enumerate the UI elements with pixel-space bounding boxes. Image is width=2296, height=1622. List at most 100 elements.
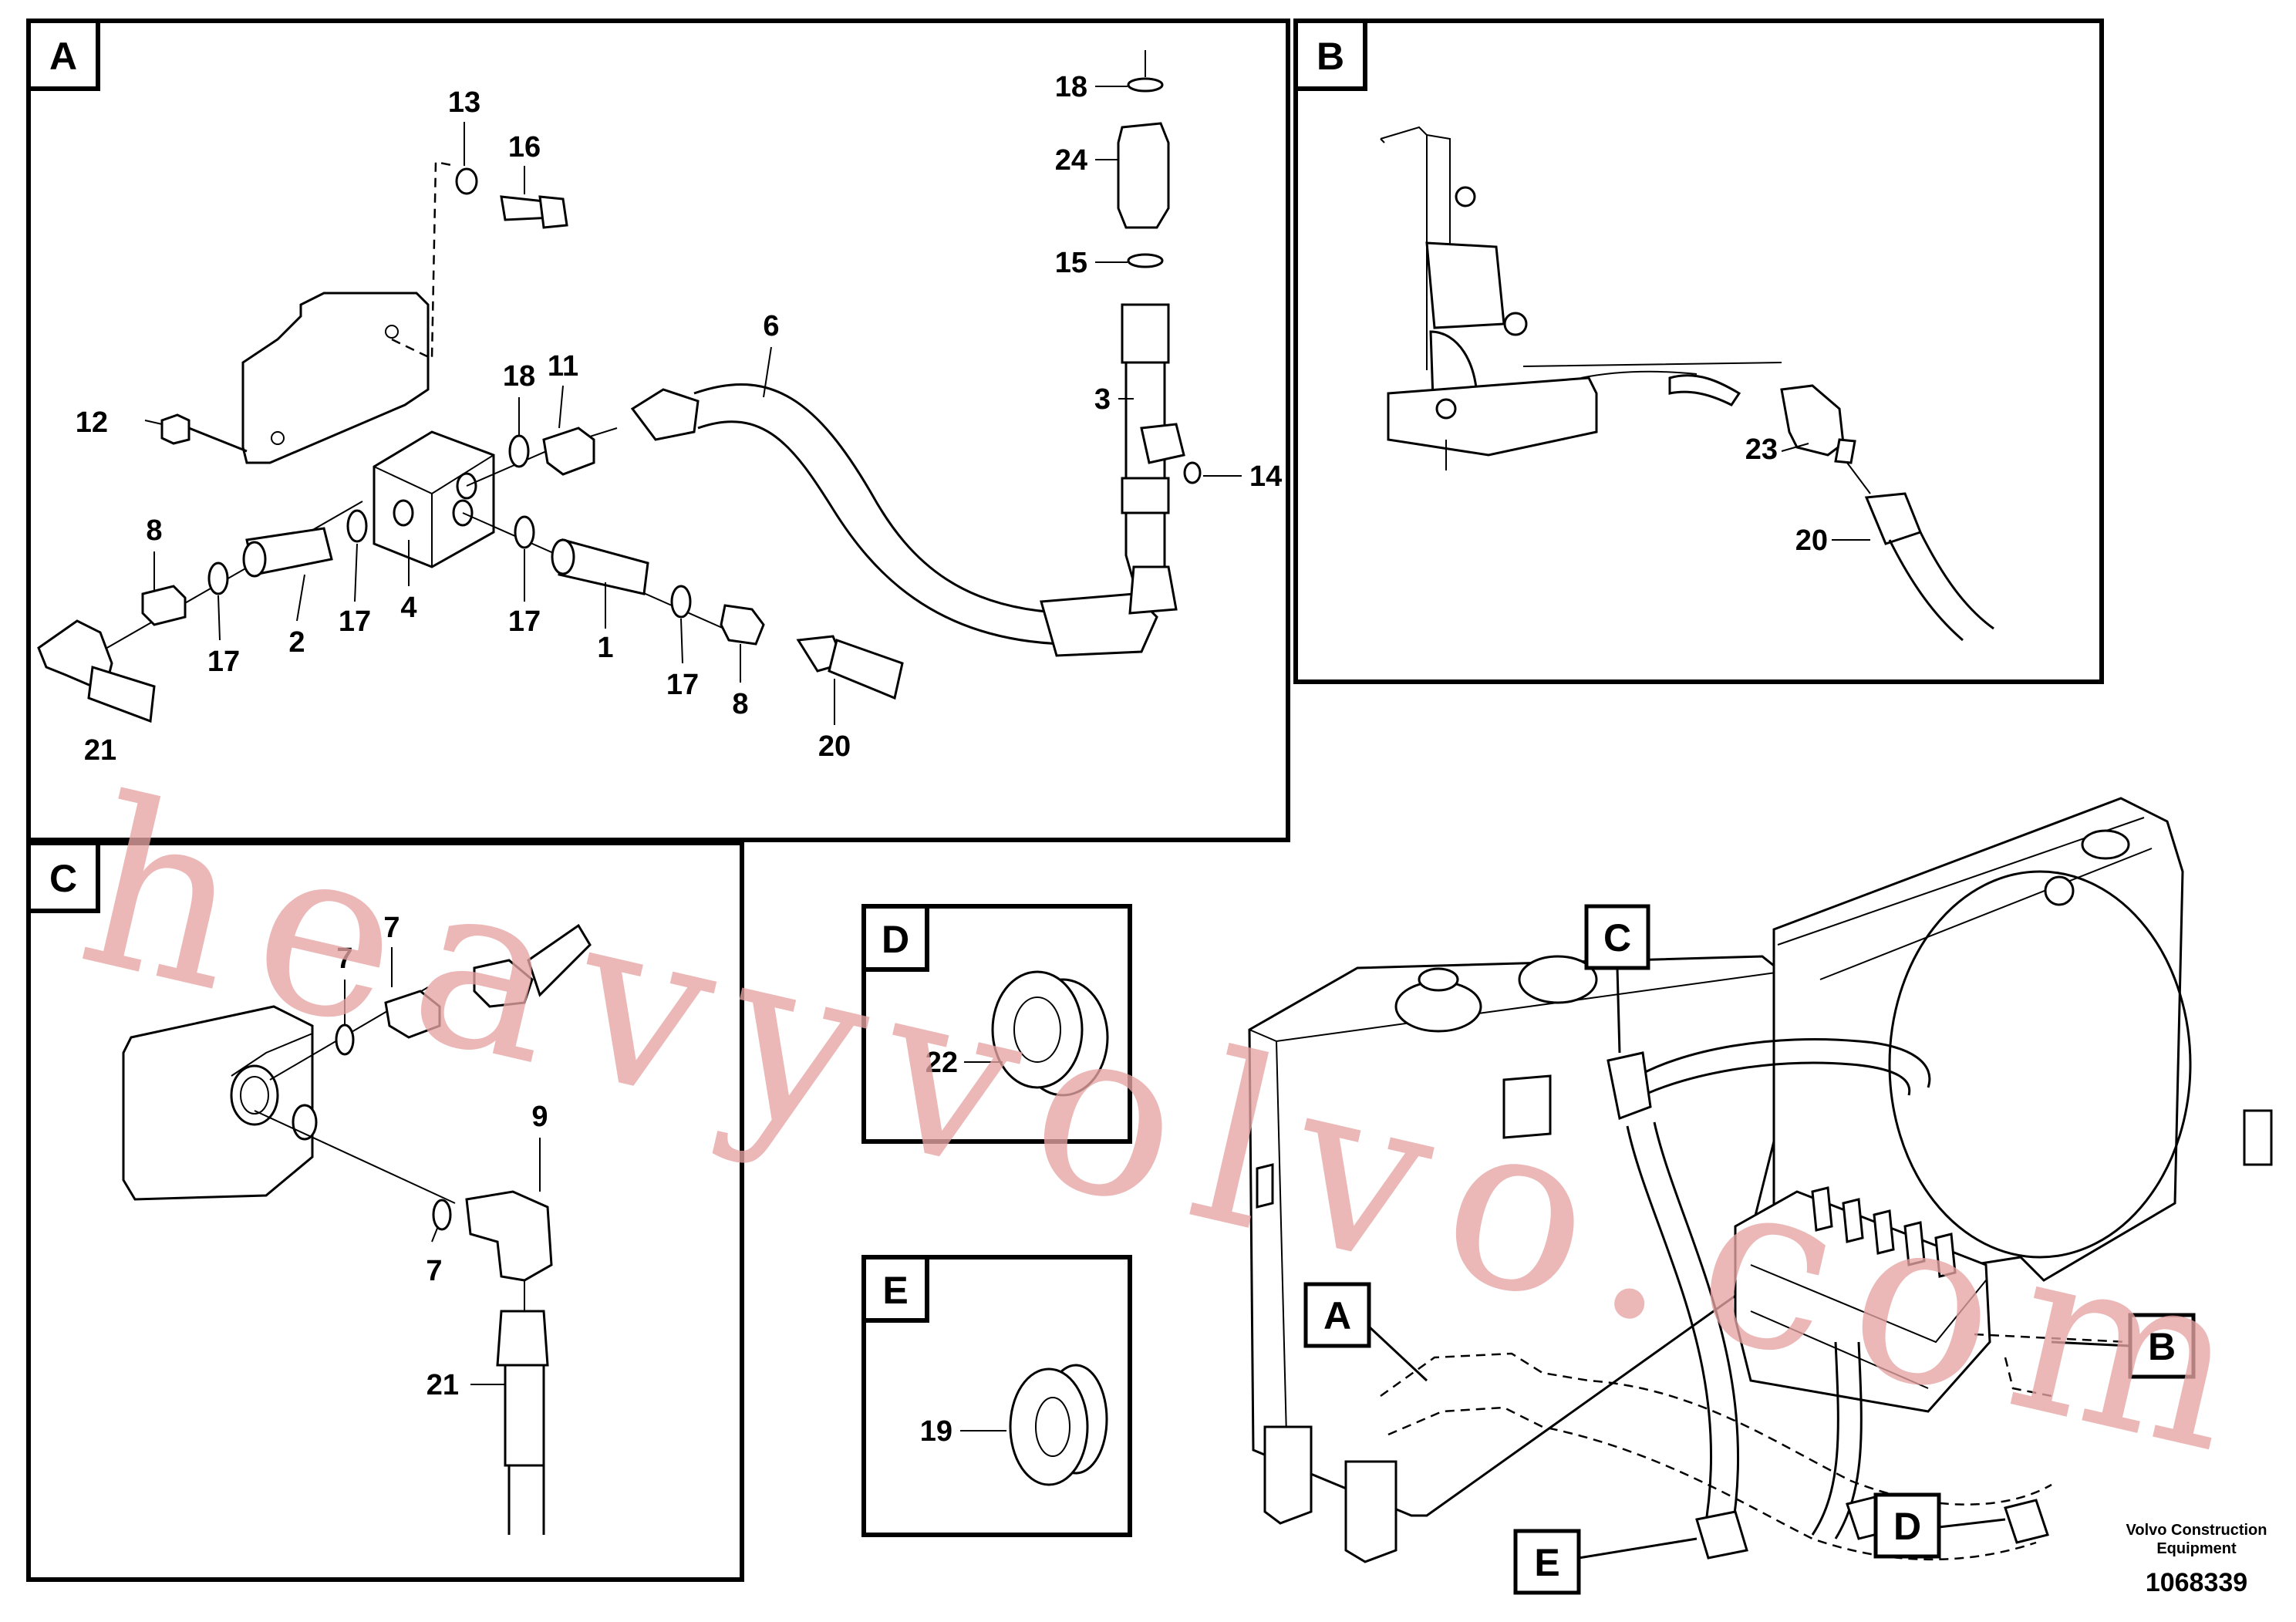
o-ring-14 [1183,461,1202,484]
grommet-22-face [991,970,1084,1089]
callout-9: 9 [531,1101,548,1133]
hose-6-upper-edge [693,383,1135,615]
callout-15: 15 [1055,247,1087,279]
panel-c-tag: C [49,857,77,900]
hose-6-elbow [1040,592,1158,657]
adapter-8 [141,585,187,626]
callout-12: 12 [76,406,108,439]
coupling-24 [1117,122,1170,229]
tank-cover [1518,955,1598,1004]
panel-c-tag-box [26,841,100,913]
callout-7: 7 [426,1255,442,1287]
tank-edges [1249,971,1782,1497]
callout-8: 8 [146,514,162,547]
port [230,1064,279,1126]
grommet-location [2004,1499,2049,1544]
hose-down-edge [1653,1121,1740,1536]
bolt [1503,312,1528,336]
callout-21: 21 [426,1369,459,1401]
callout-1: 1 [597,632,613,664]
hose-20 [828,639,904,700]
overview-tag-e: E [1534,1541,1559,1584]
tag-leader [1578,1537,1698,1560]
bolt-12 [160,413,190,445]
bolt-16-head [538,195,568,229]
callout-18: 18 [503,360,535,393]
panel-b: B 23 20 [1293,19,2104,684]
panel-b-frame [1293,19,2104,684]
base-plate [1387,376,1598,457]
adapter-8 [720,604,765,646]
hose-return [1630,1037,1931,1088]
hidden-lines [1380,1352,2052,1506]
callout-6: 6 [763,310,779,342]
o-ring-18 [508,434,530,468]
hose-6-lower-edge [697,420,1127,646]
valve-spools [1811,1186,1957,1278]
overview-tag-d: D [1893,1505,1921,1548]
hose-return-edge [1627,1061,1911,1104]
mounting-foot [1344,1460,1397,1563]
callout-21: 21 [84,734,116,767]
o-ring-15 [1127,253,1164,268]
callout-19: 19 [920,1415,952,1448]
mount-block [1425,241,1505,329]
block-edges [373,454,494,567]
panel-c-frame [26,841,744,1582]
adapter-11 [542,427,595,476]
panel-c: C 7 7 9 7 21 [26,841,744,1582]
tag-leader [1938,1518,2006,1529]
hose-line [1522,362,1782,379]
panel-e-tag: E [882,1269,908,1312]
hose-6-nut [630,388,700,441]
panel-a-tag-box [26,19,100,91]
hose-21 [87,666,156,723]
valve-block [122,1005,314,1201]
o-ring-17 [207,561,229,595]
hose-20 [1888,531,1994,642]
publisher-line-2: Equipment [2156,1540,2237,1557]
callout-20: 20 [1795,524,1828,557]
o-ring-17 [670,585,692,619]
panel-e: E 19 [861,1255,1132,1537]
callout-22: 22 [925,1047,958,1079]
hose-21 [504,1364,545,1467]
callout-2: 2 [288,626,305,659]
callout-7: 7 [336,943,352,975]
hidden-lines [1387,1406,2037,1561]
grommet-location [1695,1510,1748,1560]
panel-d: D 22 [861,904,1132,1144]
panel-e-tag-box [861,1255,929,1323]
mounting-bracket [241,292,430,464]
hose-down [1626,1125,1713,1532]
elbow-fitting [1607,1051,1652,1121]
o-ring-7 [432,1199,452,1231]
callout-24: 24 [1055,144,1087,177]
callout-20: 20 [818,730,851,763]
overview-tag-e-box [1513,1529,1581,1595]
callout-3: 3 [1094,383,1111,416]
axis [1846,462,1871,494]
callout-17: 17 [339,605,371,638]
bolt [1435,398,1457,420]
tag-leader [1367,1325,1428,1382]
block-edge [231,1033,313,1077]
sight-glass [1256,1163,1274,1209]
o-ring-17 [514,515,535,549]
bolt-leader [391,160,456,360]
fan-shroud [1888,870,2192,1259]
tag-leader [2051,1340,2131,1347]
tube-3-nut [1121,303,1170,364]
callout-leaders [344,947,541,1385]
plug-14-port [1140,423,1185,464]
check-valve-2-end [242,541,267,578]
callout-4: 4 [400,592,416,624]
callout-23: 23 [1745,433,1778,466]
o-ring-17 [346,509,368,543]
callout-17: 17 [508,605,541,638]
o-ring-18 [1127,77,1164,93]
callout-7: 7 [383,912,400,944]
panel-b-tag: B [1317,35,1344,78]
overview-tag-a-box [1303,1282,1371,1348]
